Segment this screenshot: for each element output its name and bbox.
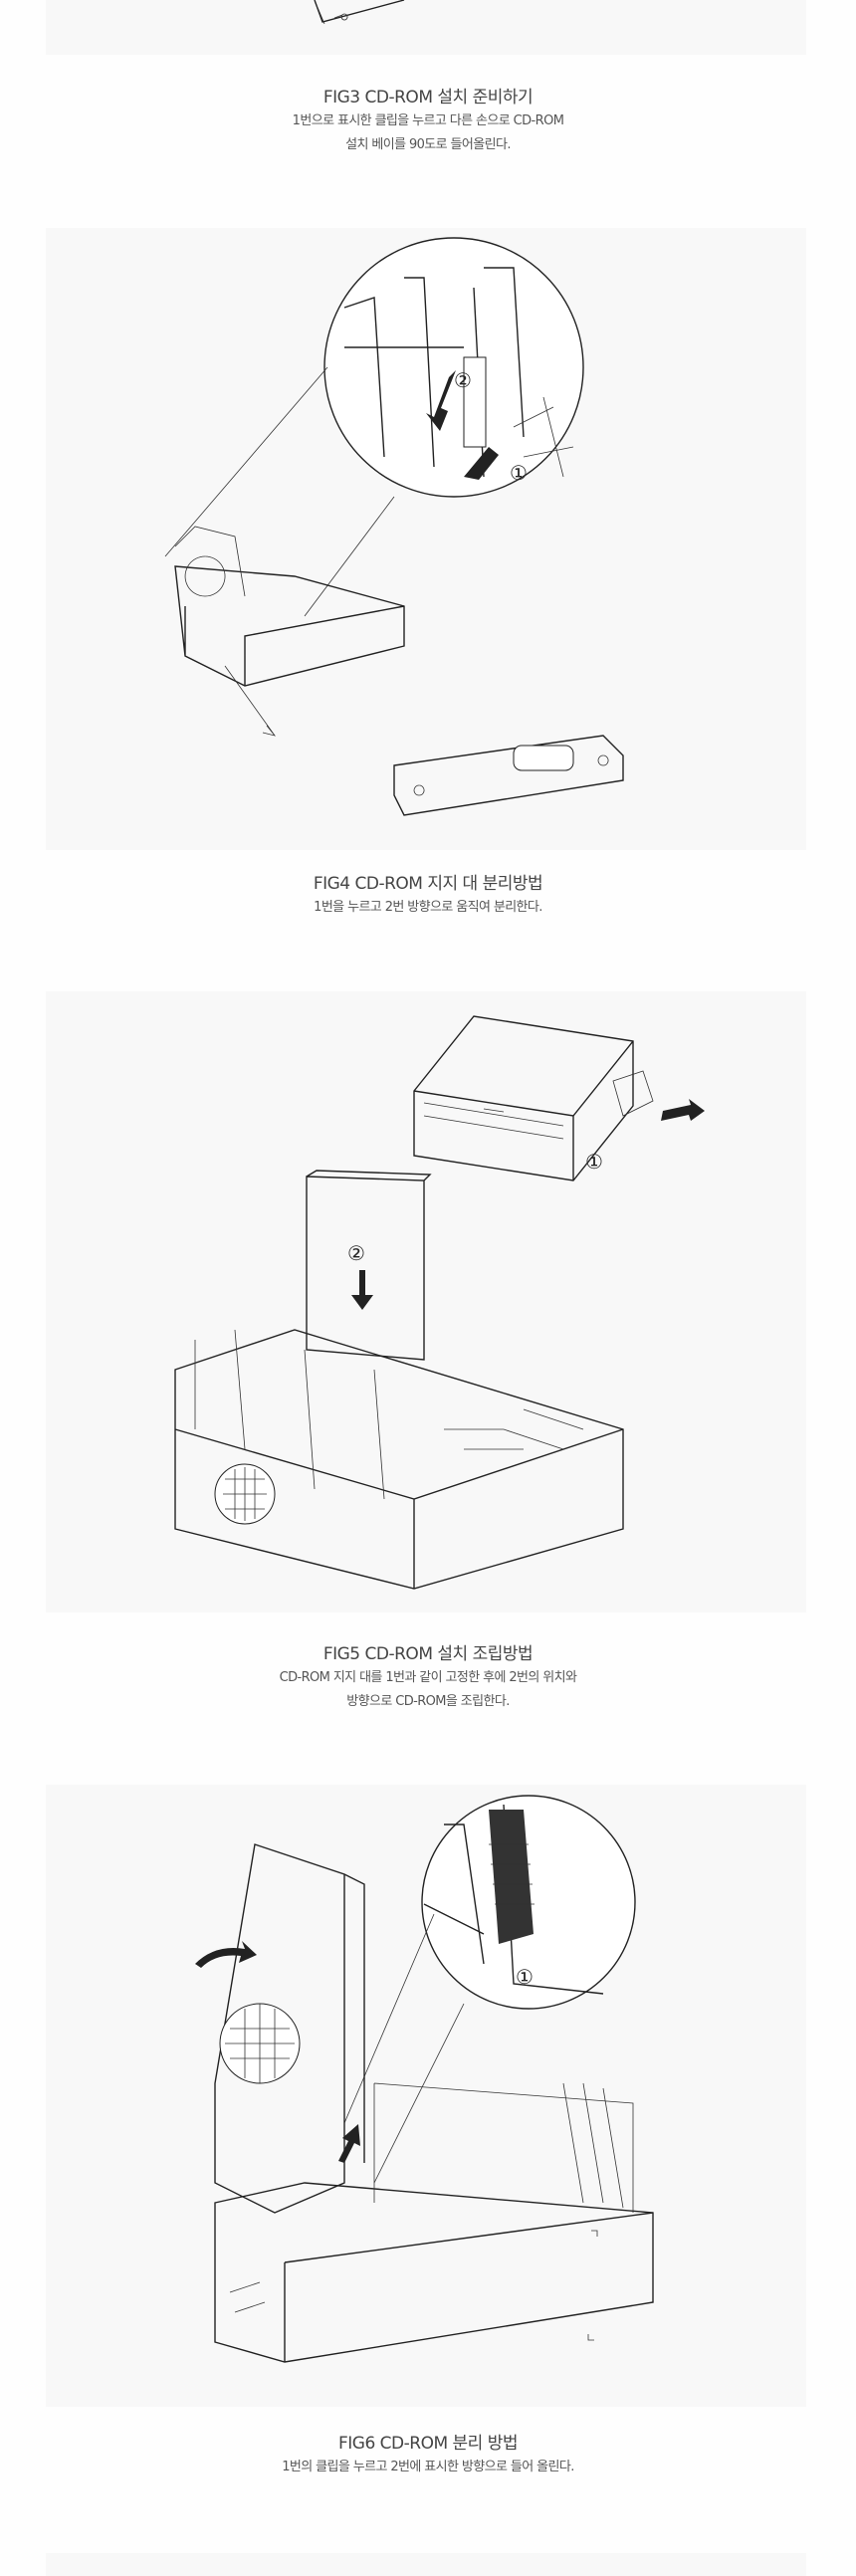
marker-1: ①: [516, 1965, 534, 1989]
fig6-illustration: ①: [46, 1785, 806, 2407]
fig5-illustration: ① ②: [46, 991, 806, 1612]
fig6-title: FIG6 CD-ROM 분리 방법: [337, 2434, 519, 2454]
fig4-title: FIG4 CD-ROM 지지 대 분리방법: [313, 874, 543, 894]
fig6-desc-line1: 1번의 클립을 누르고 2번에 표시한 방향으로 들어 올린다.: [282, 2460, 574, 2474]
marker-2: ②: [454, 368, 472, 392]
fig3-title: FIG3 CD-ROM 설치 준비하기: [322, 88, 534, 107]
next-figure-panel: [46, 2553, 806, 2576]
pc-case-drawing: [314, 0, 405, 25]
marker-1: ①: [510, 461, 528, 485]
cdrom-assembly-drawing: ① ②: [174, 1015, 705, 1590]
fig4-desc-line1: 1번을 누르고 2번 방향으로 움직여 분리한다.: [314, 900, 542, 915]
fig3-illustration: [46, 0, 806, 55]
fig4-caption: FIG4 CD-ROM 지지 대 분리방법 1번을 누르고 2번 방향으로 움직…: [0, 872, 856, 920]
fig5-desc-line1: CD-ROM 지지 대를 1번과 같이 고정한 후에 2번의 위치와: [279, 1670, 577, 1685]
fig6-caption: FIG6 CD-ROM 분리 방법 1번의 클립을 누르고 2번에 표시한 방향…: [0, 2432, 856, 2479]
fig4-illustration: ② ①: [46, 228, 806, 850]
marker-1: ①: [585, 1150, 603, 1174]
fig5-title: FIG5 CD-ROM 설치 조립방법: [322, 1644, 534, 1664]
marker-2: ②: [347, 1241, 365, 1265]
fig5-desc-line2: 방향으로 CD-ROM을 조립한다.: [346, 1694, 510, 1709]
fig5-caption: FIG5 CD-ROM 설치 조립방법 CD-ROM 지지 대를 1번과 같이 …: [0, 1642, 856, 1714]
fig3-caption: FIG3 CD-ROM 설치 준비하기 1번으로 표시한 클립을 누르고 다른 …: [0, 86, 856, 157]
fig3-desc-line1: 1번으로 표시한 클립을 누르고 다른 손으로 CD-ROM: [292, 113, 564, 128]
fig3-desc-line2: 설치 베이를 90도로 들어올린다.: [345, 137, 511, 152]
cdrom-bracket-removal-drawing: ② ①: [164, 237, 624, 816]
cdrom-removal-drawing: ①: [195, 1795, 654, 2363]
